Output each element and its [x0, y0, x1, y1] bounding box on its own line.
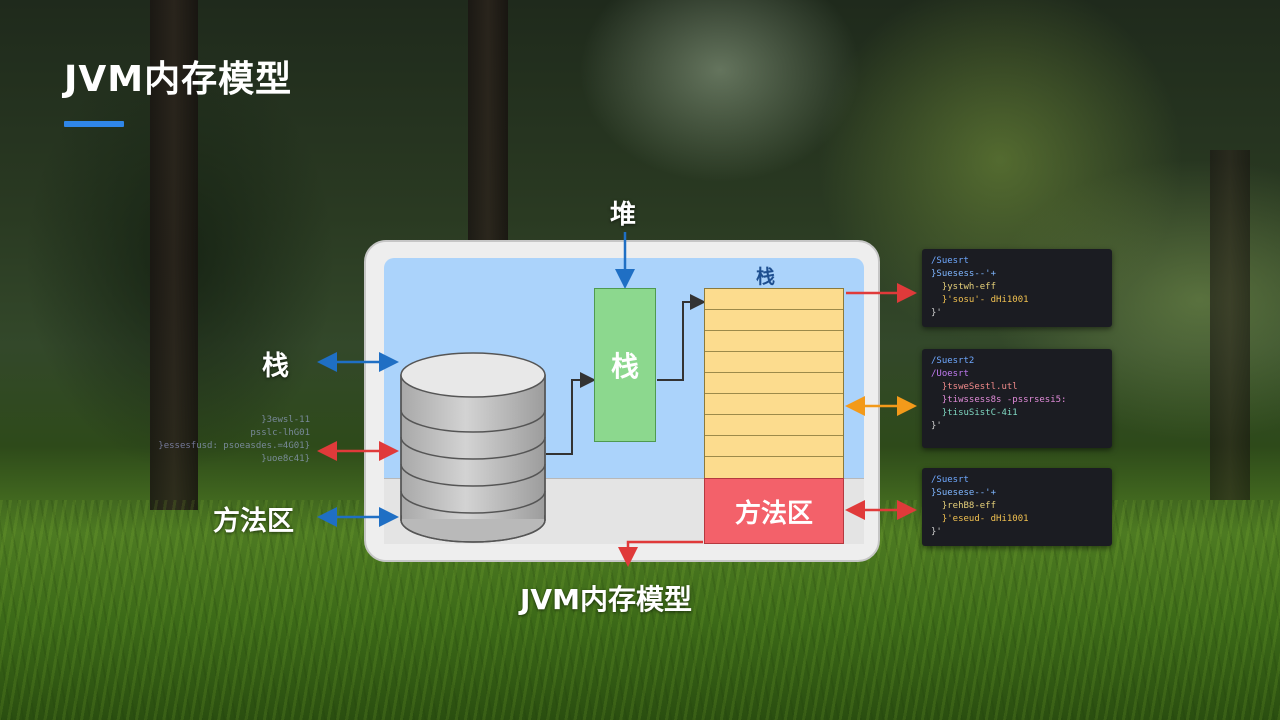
- heap-slot: [705, 436, 843, 457]
- heap-slot: [705, 415, 843, 436]
- heap-slot: [705, 289, 843, 310]
- code-line: }essesfusd: psoeasdes.=4G01}: [158, 441, 310, 451]
- code-line: }': [931, 308, 942, 318]
- heap-box: [704, 288, 844, 479]
- code-line: }Suesess--'+: [931, 269, 997, 279]
- tree-trunk: [1210, 150, 1250, 500]
- heap-slot: [705, 373, 843, 394]
- db-to-stack-arrow: [546, 372, 596, 455]
- title-accent-bar: [64, 121, 124, 127]
- code-line: }': [931, 421, 942, 431]
- code-card-top: /Suesrt }Suesess--'+ }ystwh-eff }'sosu'-…: [922, 249, 1112, 327]
- code-line: }3ewsl-11: [261, 415, 310, 425]
- code-line: }': [931, 527, 942, 537]
- code-line: }uoe8c41}: [261, 454, 310, 464]
- code-line: }tiwssess8s -pssrsesi5:: [931, 395, 1067, 405]
- faded-code-snippet: }3ewsl-11 psslc-lhG01 }essesfusd: psoeas…: [124, 414, 310, 466]
- heap-slot: [705, 457, 843, 479]
- code-card-bottom: /Suesrt }Suesese--'+ }rehB8-eff }'eseud-…: [922, 468, 1112, 546]
- caption-arrow: [618, 540, 703, 567]
- tree-trunk: [150, 0, 198, 510]
- code-line: psslc-lhG01: [250, 428, 310, 438]
- method-area-box: 方法区: [704, 478, 844, 544]
- code-line: }ystwh-eff: [931, 282, 997, 292]
- code-line: /Uoesrt: [931, 369, 969, 379]
- heap-slot: [705, 394, 843, 415]
- code-line: /Suesrt: [931, 256, 969, 266]
- heap-slot: [705, 310, 843, 331]
- code-card-middle: /Suesrt2 /Uoesrt }tsweSestl.utl }tiwsses…: [922, 349, 1112, 448]
- stack-to-heap-arrow: [657, 294, 706, 381]
- code-line: /Suesrt: [931, 475, 969, 485]
- heap-label: 堆: [610, 200, 637, 230]
- heap-slot: [705, 331, 843, 352]
- stack-box: 栈: [594, 288, 656, 442]
- diagram-caption: JVM内存模型: [520, 583, 692, 616]
- stack-label: 栈: [262, 351, 289, 382]
- code-line: }tisuSistC-4i1: [931, 408, 1018, 418]
- database-cylinder-icon: [400, 352, 546, 543]
- code-line: }rehB8-eff: [931, 501, 997, 511]
- heap-slot: [705, 352, 843, 373]
- method-area-label: 方法区: [213, 506, 294, 537]
- code-line: }'sosu'- dHi1001: [931, 295, 1029, 305]
- code-line: /Suesrt2: [931, 356, 975, 366]
- code-line: }tsweSestl.utl: [931, 382, 1018, 392]
- code-line: }'eseud- dHi1001: [931, 514, 1029, 524]
- page-title: JVM内存模型: [64, 59, 293, 100]
- code-line: }Suesese--'+: [931, 488, 997, 498]
- heap-region-label: 栈: [756, 266, 776, 288]
